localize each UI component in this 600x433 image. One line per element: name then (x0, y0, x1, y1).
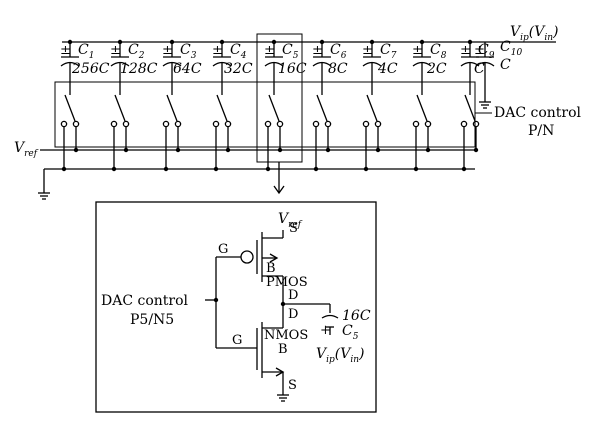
detail-vref-label: Vref (278, 211, 303, 230)
switch-box (54, 81, 476, 148)
pmos-name-label: PMOS (266, 275, 308, 290)
c9-name: C9 (478, 42, 495, 61)
c5-plus: ± (264, 43, 275, 58)
pmos-source-label: S (289, 221, 298, 236)
c5-value: 16C (278, 61, 307, 77)
c10-name: C10 (500, 39, 522, 58)
top-node-label: Vip(Vin) (510, 24, 559, 43)
detail-dac-control-pn-label: P5/N5 (130, 312, 174, 328)
switch-s7 (362, 94, 382, 172)
detail-cap-sign: + (320, 323, 331, 338)
vref-label: Vref (14, 140, 39, 159)
c7-name: C7 (380, 42, 397, 61)
pmos-gate-bubble (240, 250, 254, 264)
c2-name: C2 (128, 42, 145, 61)
c10-plus: ± (474, 43, 485, 58)
pmos-bulk-label: B (266, 261, 276, 276)
c5-name: C5 (282, 42, 299, 61)
capacitor-c9: ±C9C (460, 39, 495, 172)
nmos-name-label: NMOS (264, 328, 308, 343)
c3-value: 64C (173, 61, 202, 77)
switch-s2 (110, 94, 130, 172)
nmos-bulk-label: B (278, 342, 288, 357)
switch-s9 (460, 94, 480, 172)
detail-cap-name: C5 (342, 323, 359, 342)
detail-dac-control-label: DAC control (101, 293, 189, 309)
detail-capacitor: + 16C C5 Vip(Vin) (316, 304, 371, 365)
detail-box (95, 201, 377, 413)
c1-value: 256C (71, 61, 110, 77)
c6-plus: ± (312, 43, 323, 58)
c10-value: C (500, 57, 511, 73)
c9-plus: ± (460, 43, 471, 58)
switch-s5 (264, 94, 284, 172)
c1-name: C1 (78, 42, 94, 61)
c8-value: 2C (426, 61, 447, 77)
c3-name: C3 (180, 42, 197, 61)
detail-cap-value: 16C (342, 308, 371, 324)
switch-s4 (212, 94, 232, 172)
detail-bottom-node: Vip(Vin) (316, 346, 365, 365)
c6-value: 8C (328, 61, 348, 77)
c9-value: C (474, 61, 485, 77)
switch-s8 (412, 94, 432, 172)
pmos-drain-label: D (288, 288, 298, 303)
c7-value: 4C (377, 61, 398, 77)
dac-control-label: DAC control (494, 105, 582, 121)
nmos-transistor: D G NMOS B S (216, 307, 308, 395)
pmos-gate-label: G (218, 242, 228, 257)
pmos-transistor: Vref S G B PMOS D (216, 211, 308, 328)
ground-icon (38, 192, 50, 200)
capacitor-c10: ± C10 C (474, 39, 522, 109)
nmos-gate-label: G (232, 333, 242, 348)
nmos-drain-label: D (288, 307, 298, 322)
c4-value: 32C (224, 61, 253, 77)
zoom-arrow-head-icon (273, 185, 285, 195)
c3-plus: ± (162, 43, 173, 58)
c8-plus: ± (412, 43, 423, 58)
c2-plus: ± (110, 43, 121, 58)
c6-name: C6 (330, 42, 347, 61)
c7-plus: ± (362, 43, 373, 58)
c4-name: C4 (230, 42, 247, 61)
c8-name: C8 (430, 42, 447, 61)
switch-s1 (60, 94, 80, 172)
switch-s3 (162, 94, 182, 172)
dac-control-pn-label: P/N (528, 123, 554, 139)
switch-s6 (312, 94, 332, 172)
capacitor-array: ±C1256C±C2128C±C364C±C432C±C516C±C68C±C7… (60, 39, 495, 172)
c4-plus: ± (212, 43, 223, 58)
c1-plus: ± (60, 43, 71, 58)
c2-value: 128C (120, 61, 158, 77)
nmos-source-label: S (288, 378, 297, 393)
svg-text:Vip(Vin): Vip(Vin) (510, 24, 559, 43)
detail-ground-icon (277, 394, 289, 402)
